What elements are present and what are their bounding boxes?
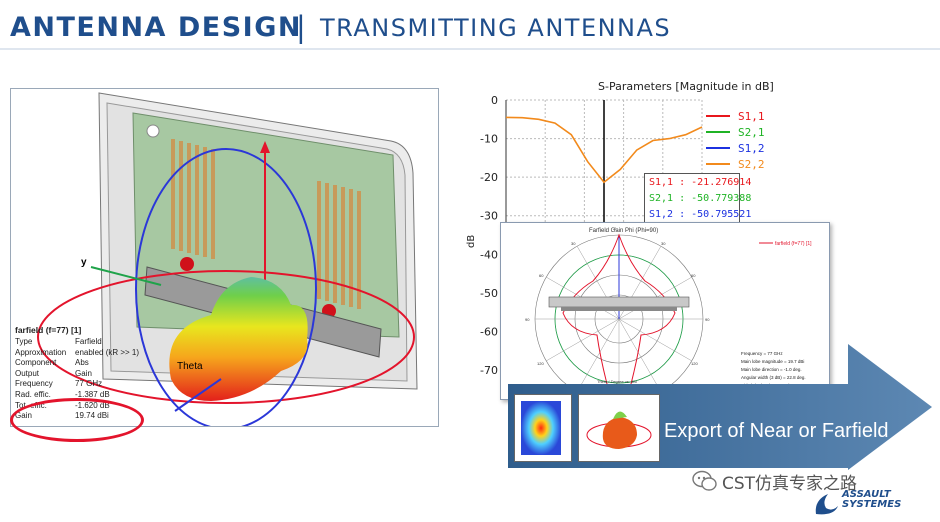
y-tick-label: -70 bbox=[480, 364, 498, 376]
polar-angle-label: 30 bbox=[571, 241, 576, 246]
sparam-plot: S-Parameters [Magnitude in dB] dB 0 -10 -2… bbox=[466, 80, 774, 377]
info-value: Farfield bbox=[75, 337, 102, 346]
watermark: CST仿真专家之路 bbox=[692, 468, 857, 494]
legend-item: S2,2 bbox=[706, 156, 765, 172]
y-axis-label: y bbox=[81, 257, 87, 268]
legend-label: S2,1 bbox=[738, 125, 765, 139]
page-subtitle: TRANSMITTING ANTENNAS bbox=[320, 14, 672, 42]
info-key: Frequency bbox=[15, 379, 53, 389]
polar-stat: Main lobe direction = -1.0 deg. bbox=[741, 367, 802, 372]
header: ANTENNA DESIGN | TRANSMITTING ANTENNAS bbox=[0, 0, 940, 50]
info-key: Type bbox=[15, 337, 33, 346]
antenna-3d-view: y Theta farfield (f=77) [1] Type Farfield… bbox=[10, 88, 439, 427]
gain-highlight-ellipse bbox=[10, 398, 144, 442]
y-tick-label: -30 bbox=[480, 210, 498, 223]
export-label: Export of Near or Farfield bbox=[664, 420, 889, 442]
legend-swatch bbox=[706, 131, 730, 133]
nearfield-thumbnail bbox=[514, 394, 572, 462]
legend-item: S1,1 bbox=[706, 108, 765, 124]
y-axis-label: dB bbox=[466, 235, 477, 248]
info-row: Approximation enabled (kR >> 1) bbox=[15, 348, 165, 359]
series-line-s22 bbox=[505, 116, 703, 184]
legend-swatch bbox=[706, 147, 730, 149]
polar-angle-label: 60 bbox=[539, 273, 544, 278]
legend-label: S2,2 bbox=[738, 157, 765, 171]
polar-angle-label: 0 bbox=[614, 226, 617, 231]
title-separator: | bbox=[296, 10, 306, 44]
farfield-info-title: farfield (f=77) [1] bbox=[15, 325, 82, 335]
y-tick-label: -10 bbox=[480, 133, 498, 146]
legend-swatch bbox=[706, 163, 730, 165]
legend-swatch bbox=[706, 115, 730, 117]
polar-stat: Angular width (3 dB) = 22.8 deg. bbox=[741, 375, 806, 380]
info-value: 77 GHz bbox=[75, 379, 103, 389]
info-value: enabled (kR >> 1) bbox=[75, 347, 140, 357]
watermark-text: CST仿真专家之路 bbox=[722, 473, 858, 494]
info-row: Frequency 77 GHz bbox=[15, 379, 165, 390]
polar-theta-caption: Theta / Degree vs. dBi bbox=[597, 379, 637, 384]
ds-logo-icon bbox=[815, 494, 838, 515]
y-tick-label: -50 bbox=[480, 287, 498, 300]
logo-line: SYSTEMES bbox=[842, 499, 902, 510]
info-row: Rad. effic. -1.387 dB bbox=[15, 390, 165, 401]
polar-angle-label: 120 bbox=[537, 361, 544, 366]
y-tick-label: -60 bbox=[480, 325, 498, 338]
y-tick-label: 0 bbox=[491, 94, 498, 107]
farfield-lobe-icon bbox=[586, 411, 652, 449]
header-rule bbox=[0, 48, 940, 50]
info-value: Abs bbox=[75, 358, 89, 368]
sparam-legend: S1,1 S2,1 S1,2 S2,2 bbox=[706, 108, 765, 172]
info-row: Type Farfield bbox=[15, 337, 165, 348]
y-tick-label: -40 bbox=[480, 248, 498, 261]
nearfield-heatmap-icon bbox=[521, 401, 561, 455]
farfield-thumbnail bbox=[578, 394, 660, 462]
polar-angle-label: 90 bbox=[525, 317, 530, 322]
info-value: -1.387 dB bbox=[75, 389, 110, 399]
logo-line: ASSAULT bbox=[842, 489, 891, 500]
polar-title: Farfield Gain Phi (Phi=90) bbox=[589, 228, 658, 234]
page-title: ANTENNA DESIGN bbox=[10, 12, 302, 43]
legend-item: S2,1 bbox=[706, 124, 765, 140]
legend-label: S1,1 bbox=[738, 109, 765, 123]
marker-s11: S1,1 : -21.276914 bbox=[649, 177, 752, 188]
polar-angle-label: 90 bbox=[705, 317, 710, 322]
info-row: Component Abs bbox=[15, 358, 165, 369]
info-key: Output bbox=[15, 368, 40, 378]
marker-readout: S1,1 : -21.276914 S2,1 : -50.779388 S1,2… bbox=[644, 173, 752, 225]
marker-s21: S2,1 : -50.779388 bbox=[649, 193, 752, 204]
info-row: Output Gain bbox=[15, 369, 165, 380]
chart-title: S-Parameters [Magnitude in dB] bbox=[598, 80, 774, 93]
polar-angle-label: 60 bbox=[691, 273, 696, 278]
info-key: Rad. effic. bbox=[15, 389, 51, 399]
info-key: Approximation bbox=[15, 347, 67, 357]
legend-item: S1,2 bbox=[706, 140, 765, 156]
theta-label: Theta bbox=[177, 361, 203, 372]
polar-stat: Frequency = 77 GHz bbox=[741, 351, 783, 356]
marker-s12: S1,2 : -50.795521 bbox=[649, 209, 752, 220]
polar-angle-label: 30 bbox=[661, 241, 666, 246]
farfield-polar-plot: Farfield Gain Phi (Phi=90) farfield (f=7… bbox=[500, 222, 830, 400]
polar-angle-label: 120 bbox=[691, 361, 698, 366]
chat-bubble-icon bbox=[692, 470, 717, 491]
info-value: Gain bbox=[75, 368, 92, 378]
polar-legend: farfield (f=77) [1] bbox=[775, 241, 812, 247]
y-tick-label: -20 bbox=[480, 171, 498, 184]
antenna-model-render bbox=[37, 92, 418, 426]
legend-label: S1,2 bbox=[738, 141, 765, 155]
polar-stat: Main lobe magnitude = 19.7 dBi bbox=[741, 359, 804, 364]
info-key: Component bbox=[15, 358, 57, 368]
